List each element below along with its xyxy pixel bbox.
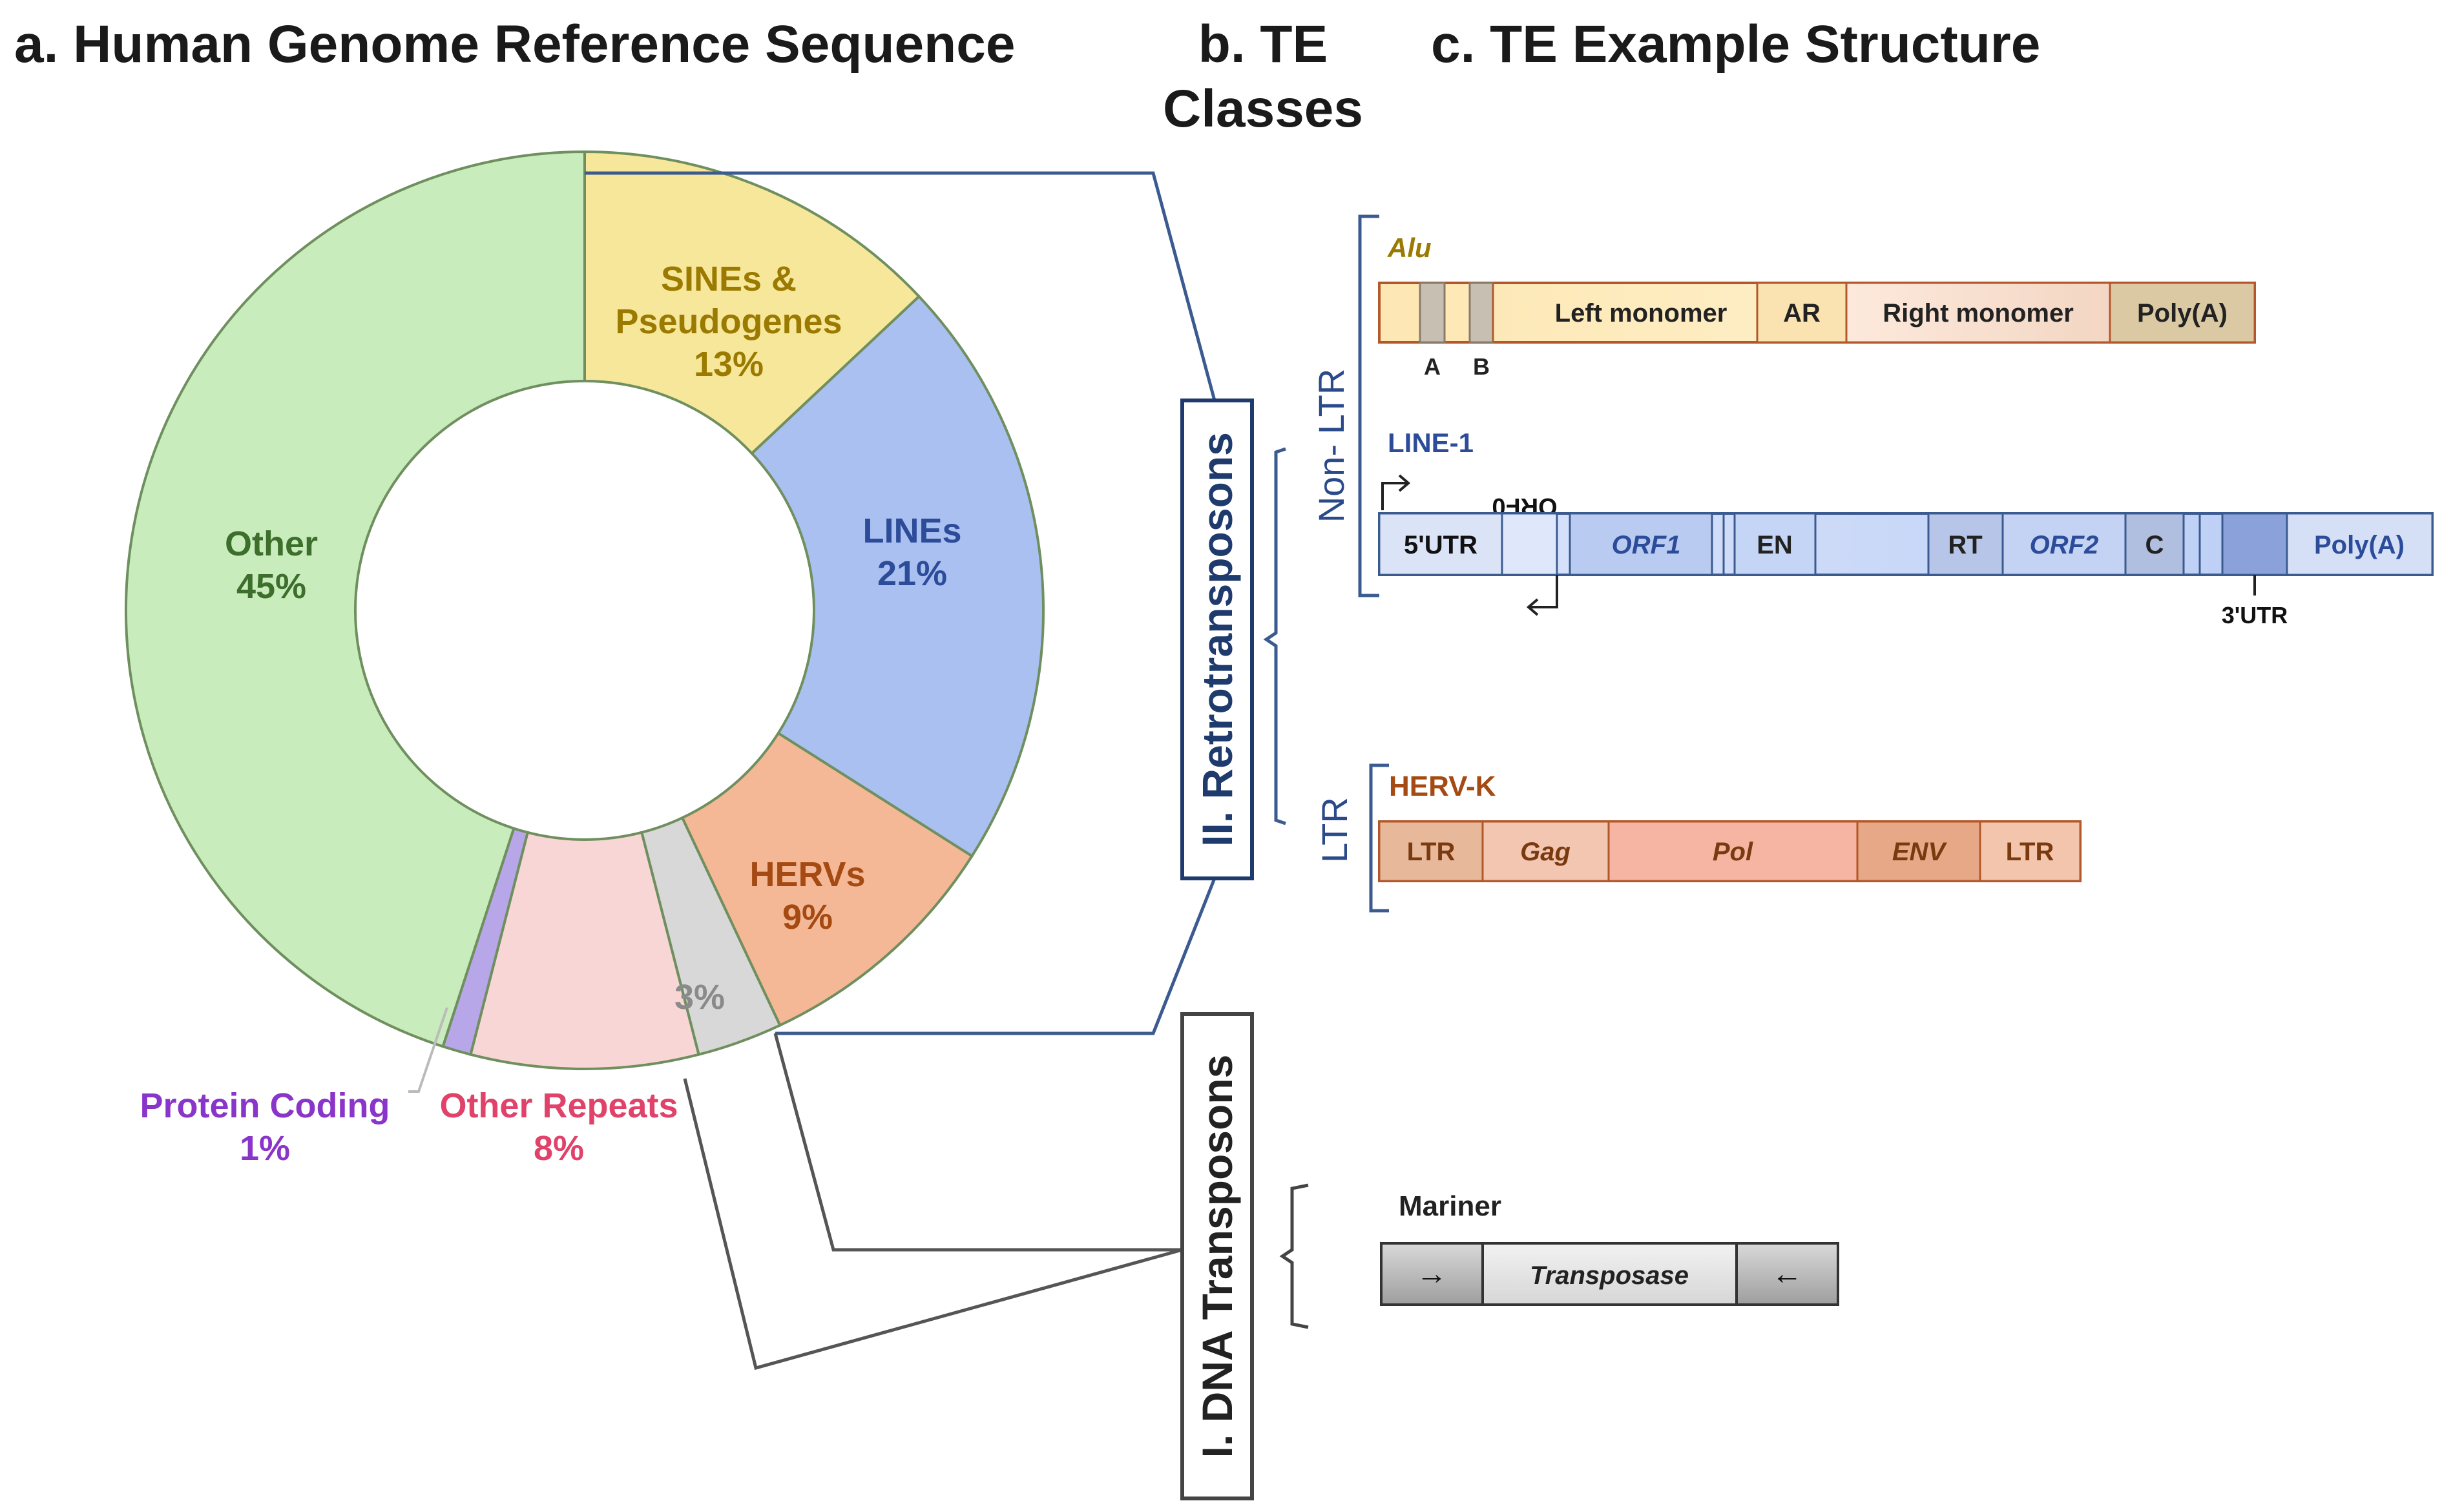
ltr-label: LTR	[1314, 797, 1355, 863]
retrotransposons-label: II. Retrotransposons	[1193, 432, 1241, 847]
non-ltr-label: Non- LTR	[1311, 369, 1352, 523]
hervk-ltr2-box	[1979, 820, 2082, 882]
alu-ar: AR	[1783, 299, 1821, 327]
line1-3utr-box	[2221, 512, 2288, 576]
line1-rt-box	[1927, 512, 2004, 576]
hervk-ltr1: LTR	[1407, 838, 1456, 866]
alu-left-monomer: Left monomer	[1555, 299, 1728, 327]
dna-transposons-label: I. DNA Transposons	[1193, 1055, 1241, 1458]
hervk-ltr1-box	[1378, 820, 1484, 882]
retro-connector-bottom	[775, 878, 1216, 1035]
alu-polya-box	[2109, 282, 2256, 344]
line1-rt: RT	[1948, 531, 1982, 559]
donut-slice-lines	[749, 295, 1045, 858]
alu-name: Alu	[1387, 233, 1432, 263]
genome-donut-chart	[125, 150, 1045, 1070]
line1-c: C	[2145, 531, 2164, 559]
title-a: a. Human Genome Reference Sequence	[14, 15, 1015, 74]
connector-lines	[585, 171, 1216, 1371]
line1-orf2: ORF2	[2030, 531, 2099, 559]
line1-polya: Poly(A)	[2314, 531, 2405, 559]
mariner-element: Mariner → Transposase ←	[1380, 1190, 1839, 1306]
hervk-ltr2: LTR	[2006, 838, 2054, 866]
protein-coding-leader	[408, 1007, 448, 1093]
line1-orf2-box	[2001, 512, 2127, 576]
mariner-name: Mariner	[1399, 1190, 1501, 1222]
retro-bracket	[1263, 447, 1286, 825]
ltr-bracket	[1369, 763, 1389, 913]
alu-right-monomer-box	[1845, 282, 2111, 344]
hervk-name: HERV-K	[1389, 771, 1496, 802]
alu-element: Alu Left monomer AR Right monomer Poly(A…	[1378, 233, 2256, 380]
line1-orf1-box	[1569, 512, 1713, 576]
retro-connector-top	[585, 171, 1216, 401]
other-repeats-pct: 8%	[534, 1129, 584, 1168]
alu-polya: Poly(A)	[2137, 299, 2228, 327]
alu-b-label: B	[1473, 353, 1490, 380]
title-b-line2: Classes	[1163, 79, 1363, 138]
alu-a-label: A	[1424, 353, 1441, 380]
protein-coding-pct: 1%	[240, 1129, 290, 1168]
hervk-pol: Pol	[1713, 838, 1753, 866]
donut-slice-sines-pseudogenes	[583, 150, 921, 455]
hervs-label: HERVs	[749, 855, 865, 894]
hervk-element: HERV-K LTR Gag Pol ENV LTR	[1378, 771, 2082, 882]
title-b-line1: b. TE	[1198, 15, 1328, 74]
mariner-right-tir	[1735, 1242, 1839, 1306]
alu-right-monomer: Right monomer	[1883, 299, 2074, 327]
alu-b-box	[1468, 282, 1494, 344]
line1-en: EN	[1757, 531, 1793, 559]
donut-slice-other-repeats	[468, 831, 701, 1070]
forward-promoter-arrow	[1381, 482, 1407, 510]
slice-labels: SINEs & Pseudogenes 13% LINEs 21% HERVs …	[140, 260, 962, 1168]
mariner-right-arrow: ←	[1771, 1257, 1802, 1291]
mariner-left-arrow: →	[1416, 1257, 1447, 1291]
other-pct: 45%	[236, 567, 306, 606]
hervk-env-box	[1856, 820, 1981, 882]
donut-slice-other	[125, 150, 586, 1048]
alu-a-box	[1419, 282, 1446, 344]
line1-c-box	[2124, 512, 2185, 576]
line1-5utr: 5'UTR	[1404, 531, 1477, 559]
line1-element: LINE-1 ORF0 5'UTR ORF1 EN RT ORF2 C Poly…	[1378, 428, 2434, 628]
dna-connector-inner	[683, 1078, 1183, 1371]
line1-orf1: ORF1	[1612, 531, 1681, 559]
dna-pct: 3%	[674, 978, 725, 1017]
line1-3utr: 3'UTR	[2222, 602, 2288, 628]
line1-orf0-box	[1501, 512, 1558, 576]
lines-pct: 21%	[877, 554, 947, 593]
mariner-transposase: Transposase	[1530, 1261, 1689, 1290]
hervk-pol-box	[1607, 820, 1859, 882]
line1-en-box	[1733, 512, 1817, 576]
other-label: Other	[225, 524, 318, 563]
lines-label: LINEs	[862, 512, 961, 550]
sines-label-line2: Pseudogenes	[615, 302, 842, 341]
protein-coding-label: Protein Coding	[140, 1086, 390, 1125]
dna-connector-outer	[773, 1033, 1182, 1252]
hervk-env: ENV	[1892, 838, 1948, 866]
mariner-transposase-box	[1481, 1242, 1738, 1306]
hervk-gag: Gag	[1520, 838, 1571, 866]
brackets: Non- LTR LTR	[1263, 214, 1389, 1329]
dna-bracket	[1279, 1183, 1309, 1329]
non-ltr-bracket	[1358, 214, 1379, 597]
other-repeats-label: Other Repeats	[439, 1086, 678, 1125]
hervs-pct: 9%	[782, 898, 833, 937]
dna-transposons-box: I. DNA Transposons	[1180, 1012, 1254, 1500]
sines-pct: 13%	[694, 345, 764, 384]
line1-polya-box	[2286, 512, 2434, 576]
retrotransposons-box: II. Retrotransposons	[1180, 399, 1254, 880]
sines-label-line1: SINEs &	[661, 260, 797, 298]
antisense-promoter-arrow	[1530, 575, 1558, 608]
line1-name: LINE-1	[1388, 428, 1474, 458]
title-c: c. TE Example Structure	[1431, 15, 2040, 74]
donut-slice-hervs	[680, 731, 974, 1028]
alu-ar-box	[1756, 282, 1848, 344]
